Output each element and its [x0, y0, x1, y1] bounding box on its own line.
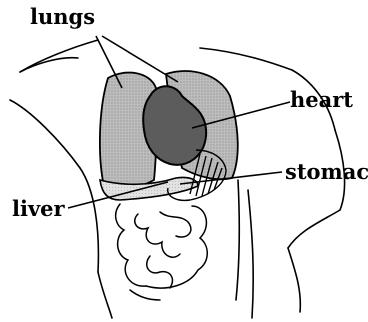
heart-label: heart [290, 87, 353, 112]
liver-label: liver [12, 196, 66, 221]
stomach-label: stomach [285, 159, 368, 184]
intestines-illustration [116, 204, 208, 300]
lungs-label: lungs [30, 4, 95, 29]
